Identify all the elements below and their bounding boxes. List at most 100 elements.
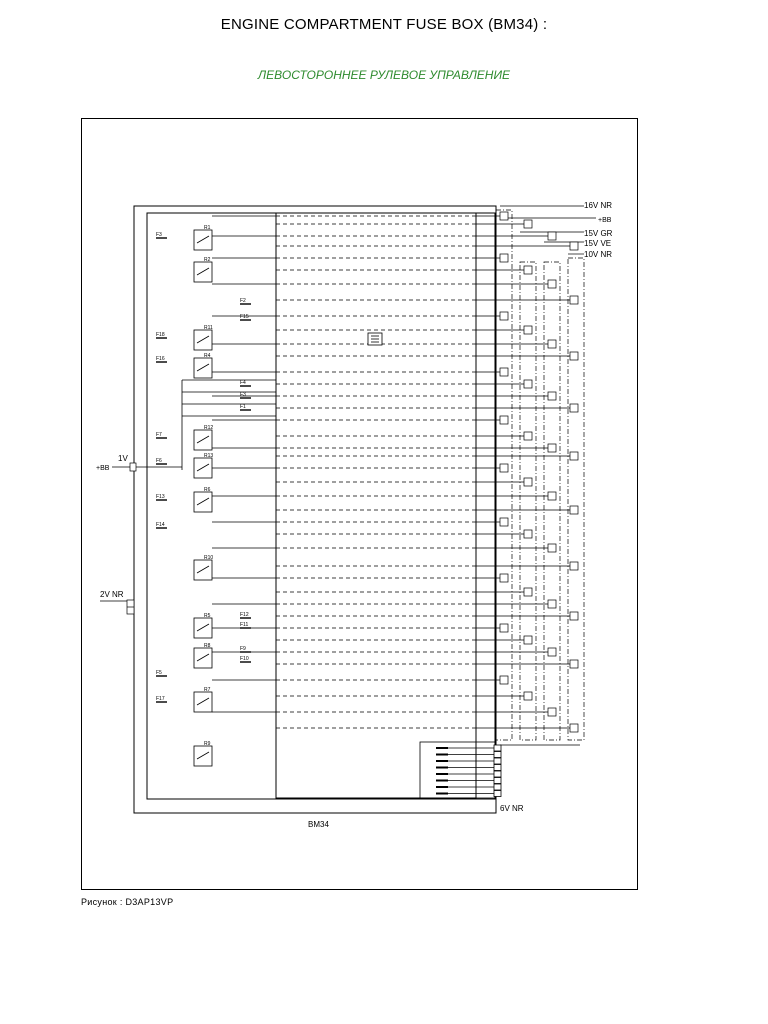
relay-contact [196,267,210,276]
fuse-f4: F4 [240,380,251,387]
maxi-fuse-mf3 [436,757,502,765]
fuse-label: F15 [240,314,249,320]
relay-body [193,457,213,479]
terminal [493,751,502,758]
terminal [569,505,579,515]
terminal [569,723,579,733]
right-connector-labels: 16V NR +BB 15V GR 15V VE 10V NR [584,201,613,259]
terminal [523,477,533,487]
connector-bb-label: +BB [598,217,612,224]
bm34-box-label: BM34 [308,820,329,829]
connector-2v-label: 2V NR [100,590,124,599]
terminal [493,790,502,797]
relay-label: R4 [204,353,211,359]
relay-contact [196,363,210,372]
relay-label: R8 [204,643,211,649]
relay-label: R6 [204,487,211,493]
terminal [523,587,533,597]
relay-label: R13 [204,453,213,459]
maxi-fuse-mf6 [436,777,502,784]
terminal [547,543,557,553]
connector-15v-gr-label: 15V GR [584,229,613,238]
harness-rail [519,261,537,741]
terminal [499,211,509,221]
relay-r4: R4 [193,353,213,379]
fuse-f15: F15 [240,314,251,321]
terminal [569,403,579,413]
terminal [523,635,533,645]
relay-body [193,229,213,251]
module-chip-icon [367,332,383,346]
terminal [499,367,509,377]
relay-body [193,691,213,713]
relay-label: R7 [204,687,211,693]
fuse-label: F2 [240,298,246,304]
maxi-fuse-mf7 [436,783,502,791]
terminal [569,451,579,461]
relay-label: R9 [204,741,211,747]
fuse-label: F7 [156,432,162,438]
relay-body [193,647,213,669]
fuse-f3: F3 [240,392,251,399]
fuse-label: F12 [240,612,249,618]
maxi-fuse-mf1 [436,744,502,752]
maxi-fuse-block [419,741,497,799]
terminal [499,463,509,473]
relay-contact [196,463,210,472]
fuse-label: F17 [156,696,165,702]
fuse-label: F3 [156,232,162,238]
fuse-label: F4 [240,380,246,386]
relay-contact [196,697,210,706]
relay-r9: R9 [193,741,213,767]
relay-contact [196,751,210,760]
fuse-f1: F1 [240,404,251,411]
relay-contact [196,335,210,344]
relay-body [193,559,213,581]
terminal [523,265,533,275]
fuse-f5: F5 [156,670,167,677]
connector-6v-label: 6V NR [500,804,524,813]
connector-1v-pin: +BB [96,465,110,472]
maxi-fuse-mf4 [436,764,502,771]
terminal [547,279,557,289]
relay-contact [196,623,210,632]
relay-body [193,329,213,351]
fuse-label: F1 [240,404,246,410]
terminal [499,311,509,321]
terminal [499,675,509,685]
relay-r10: R10 [193,555,213,581]
relay-r1: R1 [193,225,213,251]
relay-label: R2 [204,257,211,263]
terminal [499,573,509,583]
relay-contact [196,435,210,444]
relay-body [193,745,213,767]
relay-body [193,357,213,379]
terminal [523,431,533,441]
diagram-frame [81,118,638,890]
connector-1v-label: 1V [118,454,128,463]
harness-rail [543,261,561,741]
central-module [275,212,477,799]
fuse-label: F11 [240,622,248,628]
terminal [569,295,579,305]
fuse-f2: F2 [240,298,251,305]
terminal [493,757,502,765]
terminal [547,647,557,657]
fuse-f7: F7 [156,432,167,439]
fuse-f12: F12 [240,612,251,619]
terminal [523,529,533,539]
fuse-f16: F16 [156,356,167,363]
connector-1v: 1V +BB [96,454,137,472]
page-title: ENGINE COMPARTMENT FUSE BOX (BM34) : [220,16,548,33]
relay-contact [196,565,210,574]
maxi-fuse-mf8 [436,790,502,797]
terminal [547,599,557,609]
fuse-f17: F17 [156,696,167,703]
terminal [493,777,502,784]
relay-r12: R12 [193,425,213,451]
fuse-f11: F11 [240,622,251,629]
relay-body [193,429,213,451]
relay-label: R1 [204,225,211,231]
terminal [523,691,533,701]
